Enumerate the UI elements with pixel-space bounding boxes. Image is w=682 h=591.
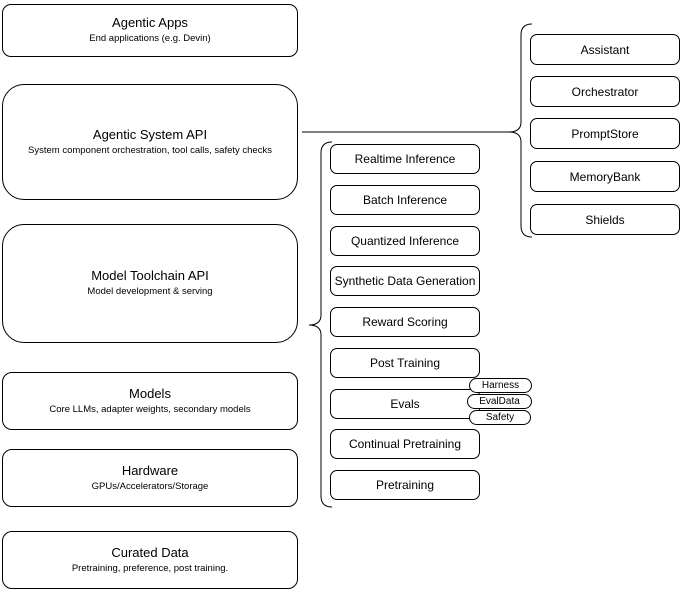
layer-box-agentic-apps: Agentic Apps End applications (e.g. Devi… [2, 4, 298, 57]
component-label: Realtime Inference [354, 152, 456, 166]
layer-subtitle: System component orchestration, tool cal… [28, 144, 272, 156]
component-label: MemoryBank [569, 169, 641, 184]
component-label: Quantized Inference [350, 234, 460, 248]
component-box-reward-scoring: Reward Scoring [330, 307, 480, 337]
tag-label: Harness [481, 380, 520, 391]
tag-pill-safety: Safety [469, 410, 531, 425]
component-box-assistant: Assistant [530, 34, 680, 65]
layer-subtitle: End applications (e.g. Devin) [89, 33, 211, 45]
component-label: Pretraining [375, 478, 435, 492]
component-label: Evals [390, 397, 420, 411]
component-box-synthetic-data-generation: Synthetic Data Generation [330, 266, 480, 296]
layer-title: Models [129, 385, 171, 401]
brace-toolchain-components [308, 141, 333, 508]
component-box-evals: Evals [330, 389, 480, 419]
component-label: Assistant [580, 42, 630, 57]
layer-title: Agentic System API [92, 126, 208, 142]
layer-title: Model Toolchain API [91, 268, 209, 284]
component-label: Post Training [369, 356, 441, 370]
layer-box-curated-data: Curated Data Pretraining, preference, po… [2, 531, 298, 589]
layer-subtitle: Model development & serving [87, 286, 213, 298]
tag-label: Safety [485, 412, 515, 423]
component-box-realtime-inference: Realtime Inference [330, 144, 480, 174]
layer-box-hardware: Hardware GPUs/Accelerators/Storage [2, 449, 298, 507]
layer-title: Agentic Apps [112, 15, 188, 31]
layer-box-models: Models Core LLMs, adapter weights, secon… [2, 372, 298, 430]
component-label: PromptStore [571, 126, 639, 141]
component-box-memorybank: MemoryBank [530, 161, 680, 192]
layer-subtitle: GPUs/Accelerators/Storage [91, 480, 209, 492]
component-box-continual-pretraining: Continual Pretraining [330, 429, 480, 459]
component-box-batch-inference: Batch Inference [330, 185, 480, 215]
component-box-promptstore: PromptStore [530, 118, 680, 149]
component-label: Continual Pretraining [348, 437, 462, 451]
tag-pill-harness: Harness [469, 378, 532, 393]
layer-subtitle: Core LLMs, adapter weights, secondary mo… [49, 403, 251, 415]
component-box-orchestrator: Orchestrator [530, 76, 680, 107]
component-label: Reward Scoring [362, 315, 448, 329]
component-box-post-training: Post Training [330, 348, 480, 378]
component-label: Synthetic Data Generation [334, 274, 476, 288]
layer-box-model-toolchain-api: Model Toolchain API Model development & … [2, 224, 298, 343]
component-label: Shields [585, 212, 625, 227]
component-label: Orchestrator [571, 84, 639, 99]
component-box-shields: Shields [530, 204, 680, 235]
component-box-quantized-inference: Quantized Inference [330, 226, 480, 256]
component-box-pretraining: Pretraining [330, 470, 480, 500]
layer-title: Curated Data [111, 544, 189, 560]
tag-label: EvalData [479, 396, 520, 407]
layer-subtitle: Pretraining, preference, post training. [71, 562, 229, 574]
layer-box-agentic-system-api: Agentic System API System component orch… [2, 84, 298, 200]
tag-pill-evaldata: EvalData [467, 394, 532, 409]
component-label: Batch Inference [362, 193, 448, 207]
brace-system-components [508, 23, 533, 238]
layer-title: Hardware [121, 462, 179, 478]
